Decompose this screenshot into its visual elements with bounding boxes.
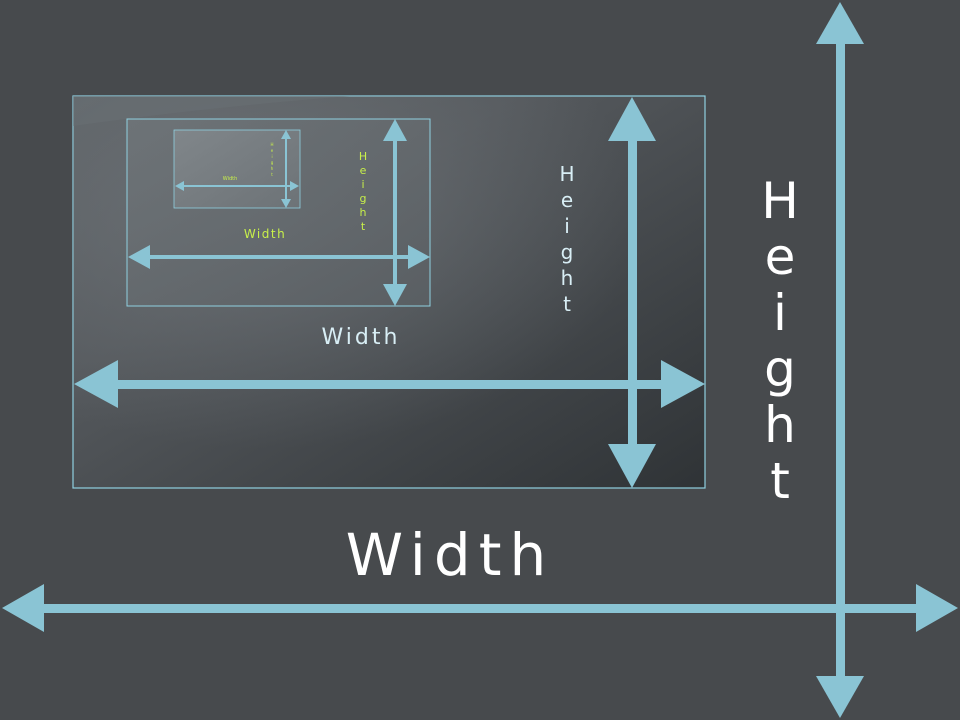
- level-1-width-arrow: [2, 584, 958, 632]
- level-3-width-label: Width: [244, 227, 286, 241]
- level-3-height-arrow: [383, 119, 407, 306]
- level-1-width-label: Width: [346, 521, 555, 589]
- level-2-height-arrow: [608, 97, 656, 488]
- level-4-width-label: Width: [223, 176, 238, 182]
- level-3-width-arrow: [128, 245, 430, 269]
- level-4-width-arrow: [175, 181, 299, 191]
- level-4-height-arrow: [281, 130, 291, 208]
- level-1-height-arrow: [816, 2, 864, 718]
- level-2-width-arrow: [74, 360, 705, 408]
- level-2-width-label: Width: [322, 325, 401, 350]
- level-4-frame: [173, 129, 301, 209]
